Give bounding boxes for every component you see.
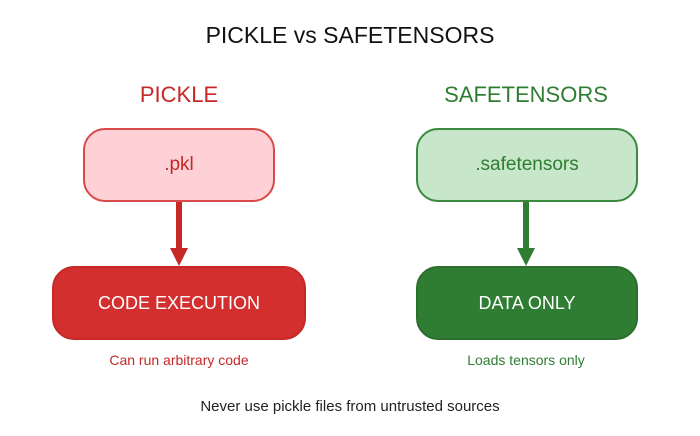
safetensors-heading: SAFETENSORS [444,82,608,107]
safetensors-result-label: DATA ONLY [478,292,576,313]
pickle-note: Can run arbitrary code [109,352,249,368]
safetensors-file-box: .safetensors [416,128,638,202]
pickle-result-box: CODE EXECUTION [52,266,306,340]
footer-warning: Never use pickle files from untrusted so… [200,398,500,415]
safetensors-note: Loads tensors only [467,352,585,368]
diagram-title: PICKLE vs SAFETENSORS [205,22,495,48]
pickle-file-label: .pkl [164,154,194,175]
pickle-heading: PICKLE [139,82,219,107]
safetensors-result-box: DATA ONLY [416,266,638,340]
pickle-file-box: .pkl [83,128,275,202]
pickle-arrow [170,202,188,266]
safetensors-arrow [517,202,535,266]
pickle-result-label: CODE EXECUTION [97,292,261,313]
safetensors-file-label: .safetensors [475,154,579,175]
